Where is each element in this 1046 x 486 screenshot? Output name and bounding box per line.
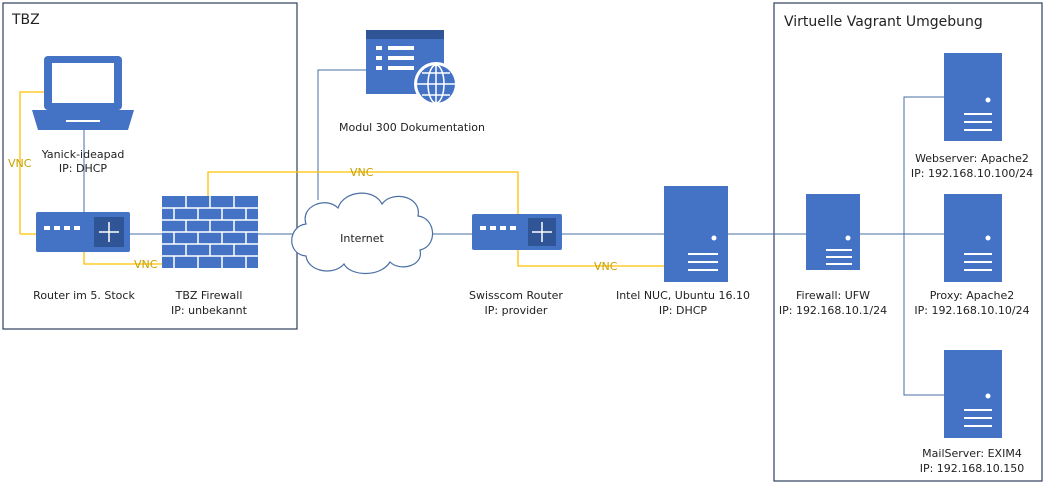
laptop-icon [32,56,134,130]
ufw-server-icon [806,194,860,270]
vnc-label-3: VNC [350,166,374,179]
webserver-icon [944,53,1002,141]
web-name: Webserver: Apache2 [915,152,1029,165]
vnc-label-2: VNC [134,258,158,271]
laptop-ip: IP: DHCP [59,162,108,175]
router-icon [36,212,130,252]
web-ip: IP: 192.168.10.100/24 [911,167,1033,180]
vnc-label-4: VNC [594,260,618,273]
swisscom-ip: IP: provider [485,304,548,317]
vnc-label-1: VNC [8,157,32,170]
ufw-name: Firewall: UFW [796,289,870,302]
link-internet-doku [317,69,366,200]
ufw-ip: IP: 192.168.10.1/24 [779,304,887,317]
nuc-name: Intel NUC, Ubuntu 16.10 [616,289,750,302]
router5-name: Router im 5. Stock [33,289,135,302]
proxy-name: Proxy: Apache2 [930,289,1015,302]
mail-name: MailServer: EXIM4 [922,447,1022,460]
swisscom-router-icon [472,214,562,250]
nuc-ip: IP: DHCP [659,304,708,317]
proxy-server-icon [944,194,1002,282]
nuc-server-icon [664,186,728,282]
mailserver-icon [944,350,1002,438]
doku-name: Modul 300 Dokumentation [339,121,485,134]
proxy-ip: IP: 192.168.10.10/24 [914,304,1029,317]
laptop-name: Yanick-ideapad [41,148,125,161]
link-ufw-servers-bus [903,96,944,396]
tbzfw-name: TBZ Firewall [175,289,243,302]
firewall-brick-icon [162,196,258,268]
vagrant-group-title: Virtuelle Vagrant Umgebung [784,14,983,30]
tbz-group-box [2,2,298,330]
internet-label: Internet [340,232,384,245]
mail-ip: IP: 192.168.10.150 [920,462,1025,475]
web-document-globe-icon [366,30,458,106]
tbzfw-ip: IP: unbekannt [171,304,248,317]
tbz-group-title: TBZ [11,12,40,28]
swisscom-name: Swisscom Router [469,289,563,302]
vagrant-group-box [773,2,1043,482]
internet-cloud-icon [291,192,434,275]
network-links [83,69,944,396]
